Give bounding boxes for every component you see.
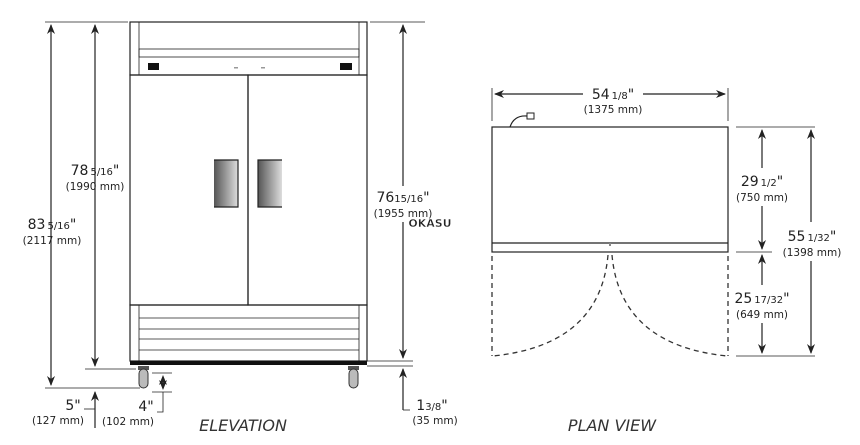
dim-caster-wheel: 4": [138, 399, 153, 415]
okasu-watermark: OKASU: [408, 217, 451, 230]
plan-view-title: PLAN VIEW: [568, 416, 657, 435]
vent-left: [148, 63, 159, 70]
plan-dimensions: [491, 88, 815, 357]
grille: [129, 304, 368, 362]
dim-height-no-casters-mm: (1990 mm): [66, 181, 125, 193]
dim-base-gap: 13/8": [416, 398, 447, 414]
door-swing-right: [611, 254, 728, 357]
dim-caster-height-mm: (127 mm): [32, 415, 84, 427]
dim-door-height-mm: (1955 mm): [374, 208, 433, 220]
elevation-title: ELEVATION: [199, 416, 287, 435]
plug-icon: [526, 112, 535, 120]
door-swing-left: [492, 254, 609, 357]
refrigerator-plan: [491, 112, 729, 357]
caster-right: [348, 366, 359, 389]
power-cord: [509, 115, 528, 128]
left-door-handle: [214, 160, 238, 207]
dim-caster-wheel-mm: (102 mm): [102, 416, 154, 428]
dim-door-swing-mm: (649 mm): [736, 309, 788, 321]
dim-total-depth-mm: (1398 mm): [783, 247, 842, 259]
dim-overall-height-mm: (2117 mm): [23, 235, 82, 247]
vent-right: [340, 63, 352, 70]
dim-depth-mm: (750 mm): [736, 192, 788, 204]
right-door-handle: [258, 160, 282, 207]
dim-door-height: 7615/16": [376, 190, 429, 206]
dim-base-gap-mm: (35 mm): [412, 415, 457, 427]
refrigerator-elevation: [129, 21, 368, 389]
caster-left: [138, 366, 149, 389]
elevation-dimensions: [45, 21, 425, 428]
dim-caster-height: 5": [65, 398, 80, 414]
dim-width-mm: (1375 mm): [584, 104, 643, 116]
